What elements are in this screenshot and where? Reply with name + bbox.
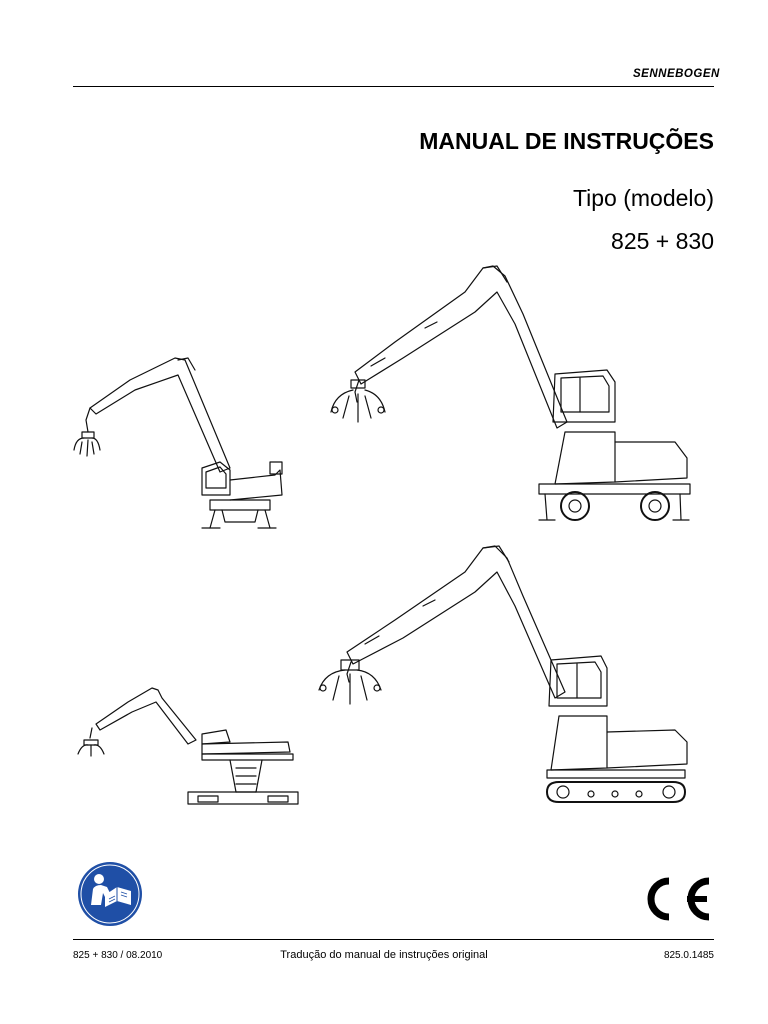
footer-model-date: 825 + 830 / 08.2010 — [73, 950, 163, 961]
header-divider — [73, 86, 714, 87]
machine-illustration-small-wheeled — [73, 357, 283, 529]
machine-illustration-crawler — [318, 545, 688, 803]
read-manual-icon — [78, 862, 142, 926]
model-numbers: 825 + 830 — [611, 228, 714, 254]
machine-illustration-large-wheeled — [330, 265, 691, 521]
machine-illustration-pylon-mounted — [77, 687, 299, 805]
svg-text:SENNEBOGEN: SENNEBOGEN — [633, 68, 720, 80]
footer-translation-note: Tradução do manual de instruções origina… — [280, 949, 488, 961]
footer-document-number: 825.0.1485 — [663, 950, 714, 961]
model-type-label: Tipo (modelo) — [572, 185, 714, 211]
brand-logo: SENNEBOGEN — [633, 64, 719, 82]
document-title: MANUAL DE INSTRUÇÕES — [419, 128, 714, 154]
ce-mark — [635, 873, 715, 925]
ce-mark-icon — [647, 877, 710, 921]
footer-divider — [73, 939, 714, 940]
sennebogen-logo-icon: SENNEBOGEN — [633, 68, 719, 80]
